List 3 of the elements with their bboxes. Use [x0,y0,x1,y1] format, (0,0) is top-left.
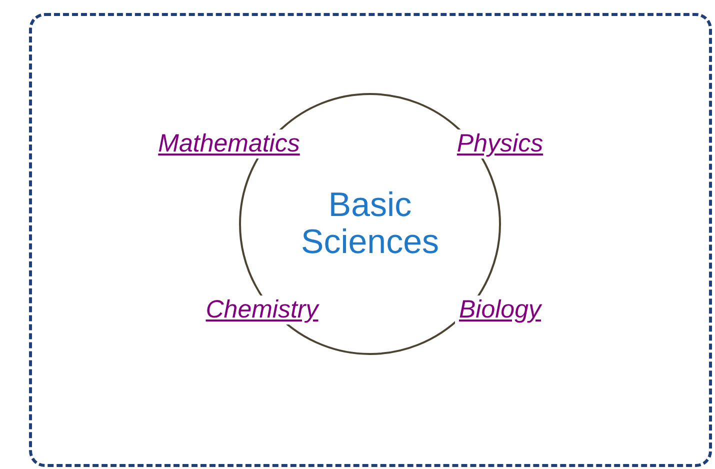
topic-link: Biology [455,296,545,324]
center-title: Basic Sciences [300,187,440,261]
dashed-frame [29,13,712,467]
